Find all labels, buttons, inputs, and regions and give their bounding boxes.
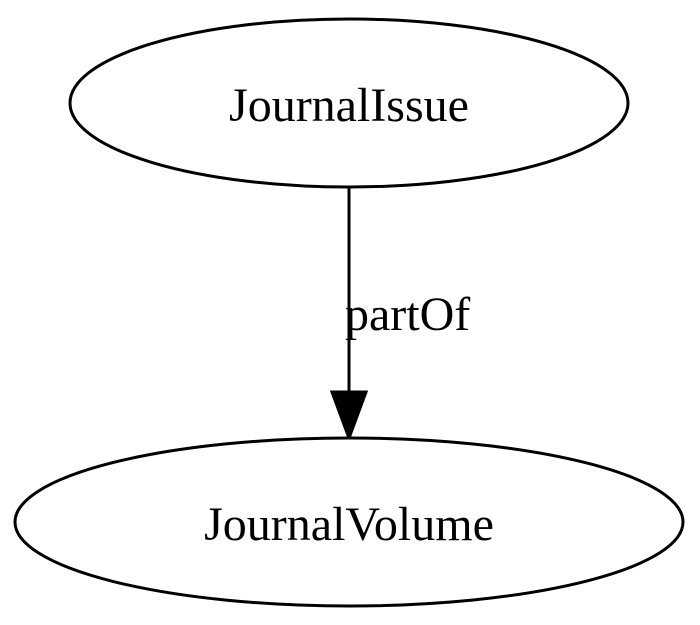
edge-part-of-arrowhead (329, 390, 369, 443)
node-journal-issue: JournalIssue (68, 17, 630, 189)
node-journal-volume: JournalVolume (13, 436, 685, 608)
node-journal-volume-label: JournalVolume (204, 498, 494, 551)
edge-part-of-label: partOf (345, 288, 470, 341)
node-journal-issue-label: JournalIssue (229, 79, 469, 132)
node-journal-volume-shape (13, 436, 685, 608)
edge-part-of: partOf (329, 187, 470, 443)
